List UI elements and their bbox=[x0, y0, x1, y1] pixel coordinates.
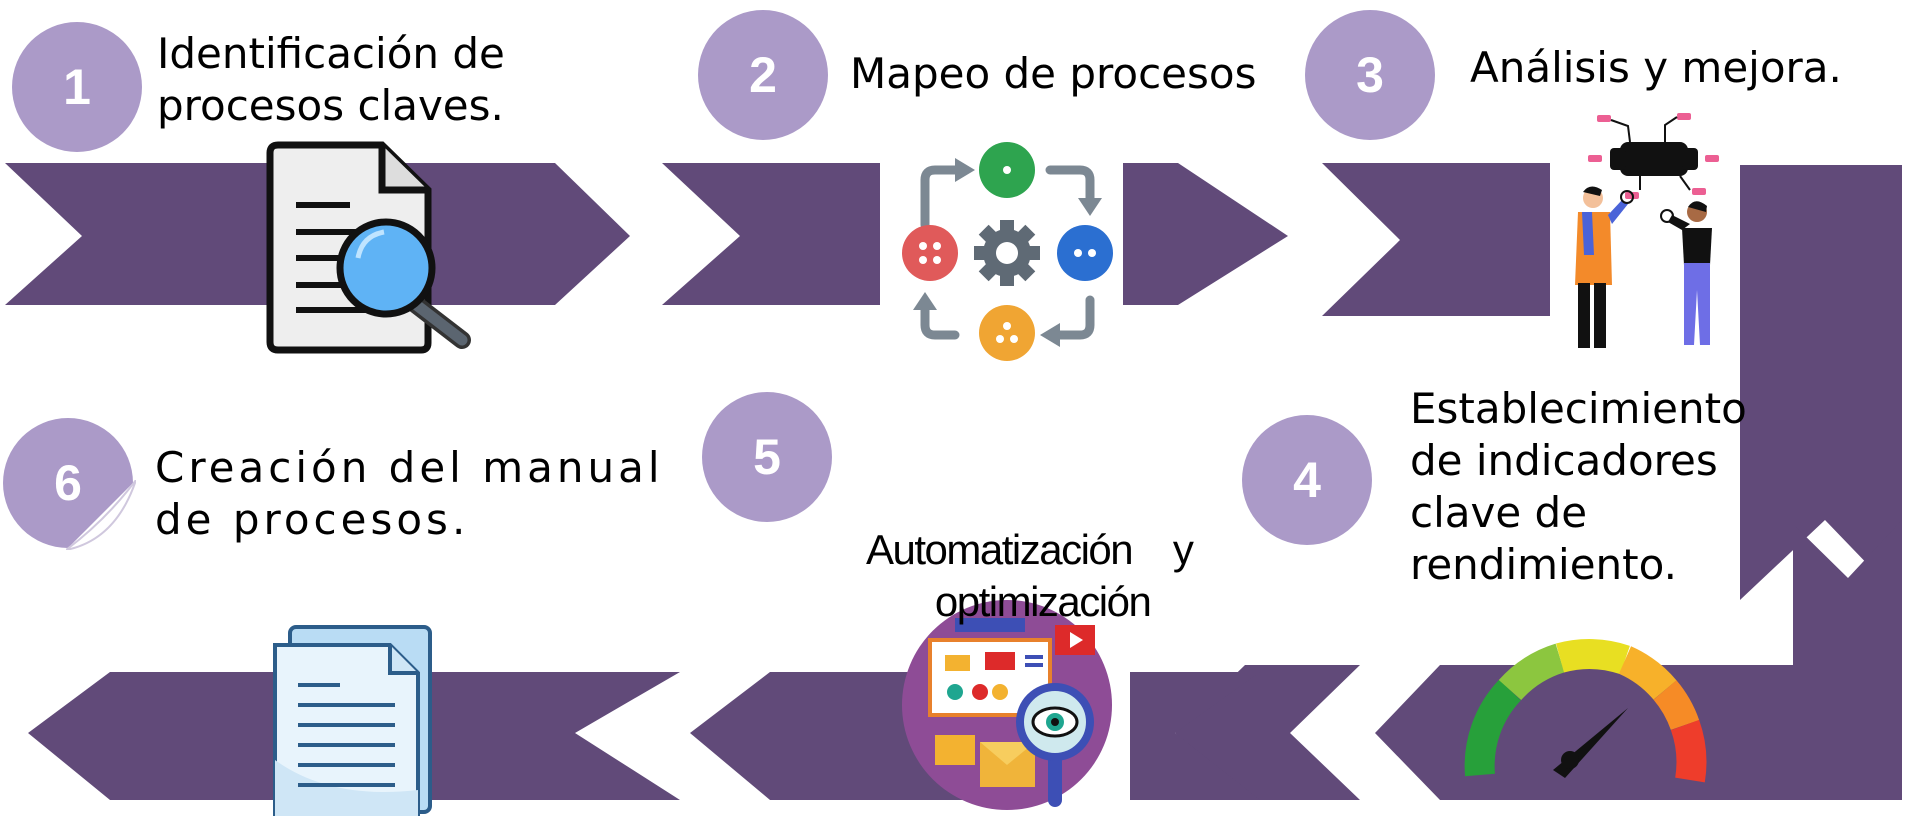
bottom-chevron-1 bbox=[1375, 665, 1713, 800]
step-3-badge: 3 bbox=[1305, 10, 1435, 140]
step-2-badge: 2 bbox=[698, 10, 828, 140]
page-curl-icon bbox=[66, 480, 136, 550]
step-3-label: Análisis y mejora. bbox=[1470, 43, 1842, 92]
corner-down bbox=[1712, 520, 1902, 800]
top-chevron-3 bbox=[1322, 163, 1550, 316]
corner-top bbox=[1740, 165, 1902, 600]
step-6-badge: 6 bbox=[3, 418, 133, 548]
step-5-badge: 5 bbox=[702, 392, 832, 522]
gauge-icon bbox=[1464, 639, 1707, 783]
documents-icon bbox=[273, 625, 432, 816]
document-search-icon bbox=[266, 141, 471, 354]
step-1-badge: 1 bbox=[12, 22, 142, 152]
bottom-chevron-3 bbox=[1130, 672, 1260, 800]
automation-icon bbox=[902, 600, 1112, 810]
step-2-label: Mapeo de procesos bbox=[850, 49, 1257, 98]
people-analysis-icon bbox=[1565, 110, 1725, 355]
process-cycle-icon bbox=[880, 142, 1123, 361]
step-4-badge: 4 bbox=[1242, 415, 1372, 545]
